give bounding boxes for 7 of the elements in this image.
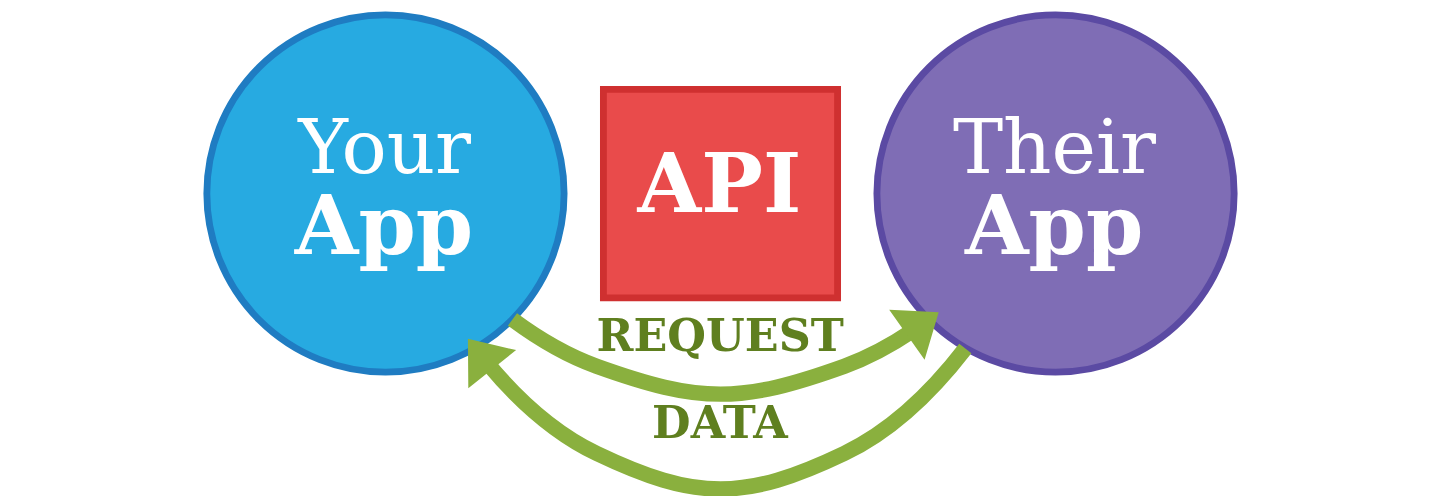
node-box: API [599, 85, 841, 302]
edge-label: REQUEST [596, 308, 844, 361]
node-circle: Your App [202, 11, 567, 376]
arrow [507, 309, 939, 402]
arrow [467, 338, 971, 496]
node-circle: Their App [873, 11, 1238, 376]
edge-label: DATA [651, 395, 788, 448]
